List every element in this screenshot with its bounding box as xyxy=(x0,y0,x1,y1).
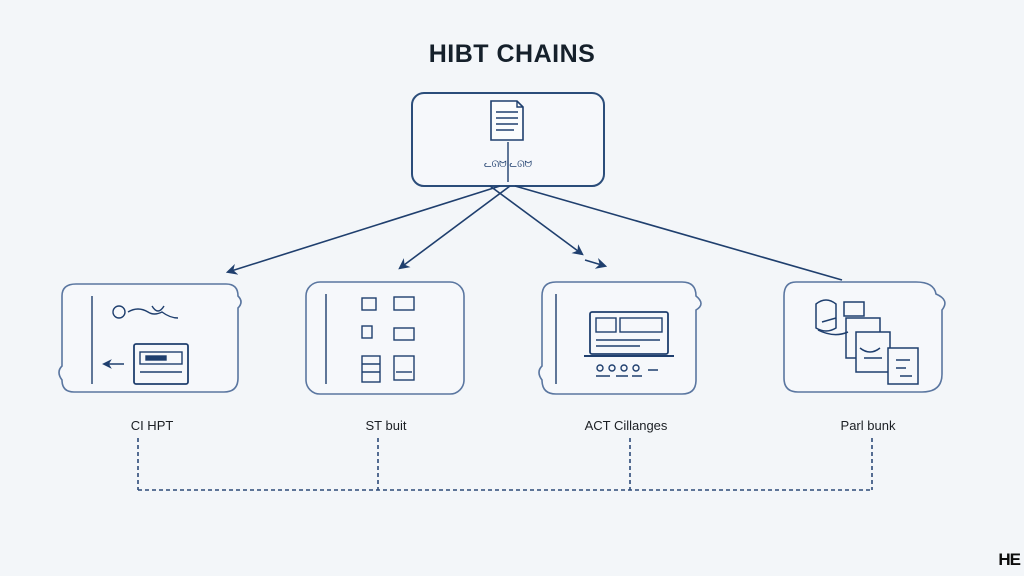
root-node: ᓚᘏᗢ ᓚᘏᗢ xyxy=(411,92,605,187)
stacked-documents-icon xyxy=(815,299,919,385)
node-label-4: Parl bunk xyxy=(840,418,896,433)
child-node-4 xyxy=(783,281,946,393)
connector-2 xyxy=(398,185,511,270)
dashboard-screen-icon xyxy=(555,294,674,384)
workflow-sketch-icon xyxy=(91,296,189,385)
child-node-1 xyxy=(58,283,242,393)
node-label-1: CI HPT xyxy=(130,418,174,433)
connectors xyxy=(225,185,843,281)
connector-3 xyxy=(489,185,584,256)
corner-logo: HE xyxy=(998,550,1021,569)
grid-of-items-icon xyxy=(325,294,415,384)
diagram-title: HIBT CHAINS xyxy=(428,40,596,68)
dashed-bracket xyxy=(137,438,873,491)
connector-4 xyxy=(514,185,843,281)
child-node-3 xyxy=(538,281,702,395)
child-node-2 xyxy=(305,281,465,395)
node-label-2: ST buit xyxy=(365,418,407,433)
node-label-3: ACT Cillanges xyxy=(584,418,668,433)
connector-1 xyxy=(225,185,501,275)
document-icon xyxy=(490,100,524,141)
